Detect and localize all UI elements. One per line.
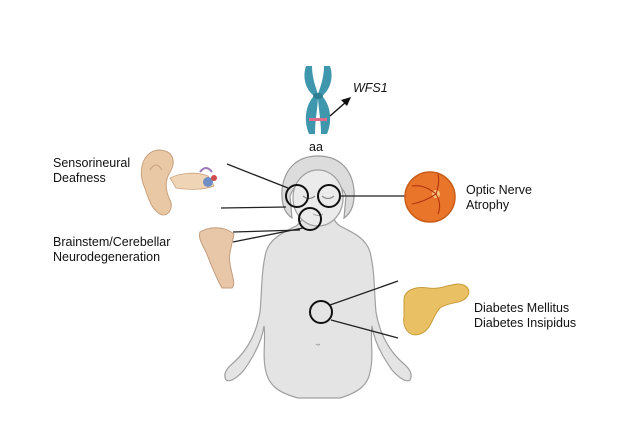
gene-arrow-head [341, 97, 351, 106]
eye-retina-icon [404, 171, 456, 223]
mouth [312, 213, 324, 216]
optic-atrophy-label: Optic Nerve Atrophy [466, 183, 532, 212]
brainstem-region-circle [298, 207, 322, 231]
pancreas-region-circle [309, 300, 333, 324]
genotype-label: aa [309, 140, 323, 154]
pancreas-icon [403, 283, 470, 336]
navel [315, 343, 321, 346]
gene-label: WFS1 [353, 81, 388, 95]
closed-eye-right [321, 195, 335, 200]
brainstem-icon [199, 227, 235, 289]
connector-diabetes-lower [330, 319, 399, 339]
chromosome-icon [304, 66, 332, 134]
connector-diabetes-upper [329, 280, 399, 306]
neurodegeneration-label: Brainstem/Cerebellar Neurodegeneration [53, 235, 171, 264]
deafness-label: Sensorineural Deafness [53, 156, 131, 185]
closed-eye-left [302, 195, 316, 200]
diabetes-label: Diabetes Mellitus Diabetes Insipidus [474, 301, 577, 330]
connector-deafness-lower [220, 206, 287, 209]
connector-neuro-lower [232, 227, 304, 243]
gene-arrow-line [329, 101, 347, 117]
ear-region-circle [285, 184, 309, 208]
connector-deafness-upper [226, 163, 289, 189]
ear-icon [140, 149, 217, 216]
